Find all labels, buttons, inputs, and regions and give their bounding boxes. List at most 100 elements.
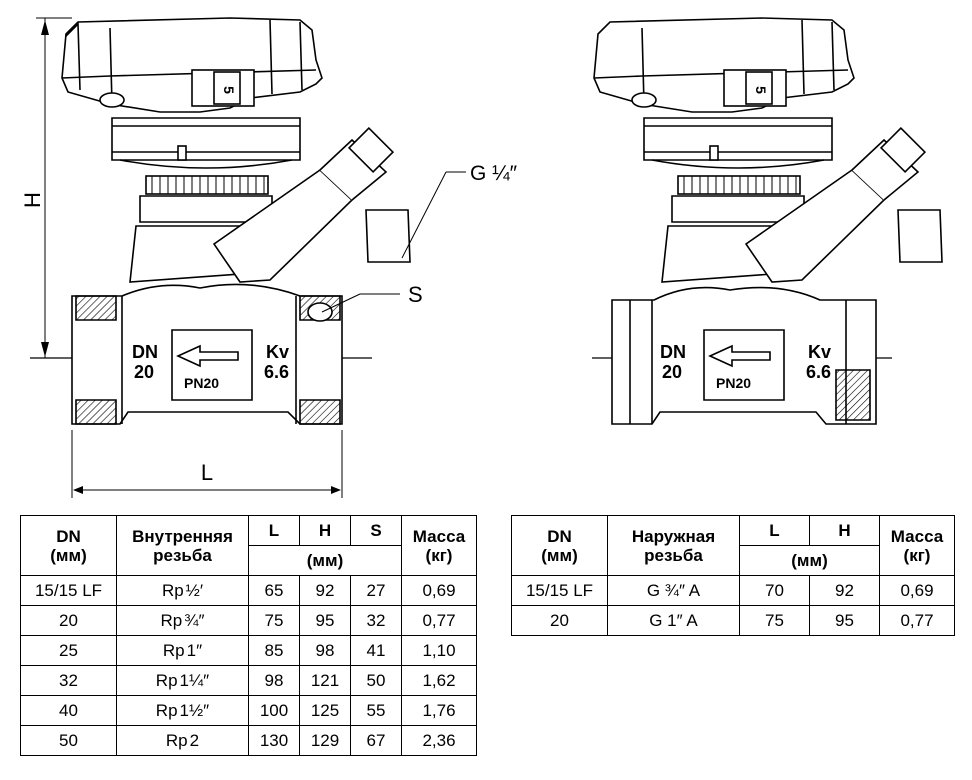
valve-internal-thread — [30, 17, 466, 498]
col-l-header: L — [739, 515, 810, 546]
mass-cell: 1,76 — [401, 695, 477, 726]
thread-type: Rp — [155, 670, 178, 690]
thread-type: Rp — [162, 640, 185, 660]
kv-label-left: Kv — [266, 342, 289, 362]
mass-cell: 1,10 — [401, 635, 477, 666]
mass-unit-label: (кг) — [425, 545, 453, 565]
col-l-header: L — [248, 515, 300, 546]
col-thread-header: Наружная резьба — [607, 515, 740, 576]
dn-unit-label: (мм) — [50, 545, 87, 565]
dn-cell: 25 — [20, 635, 117, 666]
col-thread-header: Внутренняя резьба — [116, 515, 249, 576]
col-mass-header: Масса (кг) — [879, 515, 955, 576]
h-cell: 92 — [809, 575, 880, 606]
dn-cell: 15/15 LF — [511, 575, 608, 606]
thread-header-label: Внутренняя — [132, 526, 233, 546]
l-cell: 75 — [739, 605, 810, 636]
pn-label-right: PN20 — [716, 375, 751, 391]
mass-cell: 0,77 — [879, 605, 955, 636]
thread-cell: G 1″ A — [607, 605, 740, 636]
kv-label-right: Kv — [808, 342, 831, 362]
l-cell: 65 — [248, 575, 300, 606]
mm-unit-header: (мм) — [248, 545, 402, 576]
h-cell: 129 — [299, 725, 351, 756]
thread-header-label: Наружная — [631, 526, 716, 546]
thread-type: Rp — [161, 580, 184, 600]
s-cell: 55 — [350, 695, 402, 726]
s-cell: 67 — [350, 725, 402, 756]
dn-cell: 15/15 LF — [20, 575, 117, 606]
thread-size: ½′ — [185, 580, 204, 600]
s-callout-line — [321, 293, 361, 313]
l-dimension-label: L — [201, 460, 213, 485]
dn-cell: 40 — [20, 695, 117, 726]
l-cell: 98 — [248, 665, 300, 696]
col-h-header: H — [809, 515, 880, 546]
col-dn-header: DN (мм) — [20, 515, 117, 576]
thread-size: 2 — [189, 730, 200, 750]
dn-cell: 32 — [20, 665, 117, 696]
l-cell: 75 — [248, 605, 300, 636]
s-cell: 27 — [350, 575, 402, 606]
s-cell: 50 — [350, 665, 402, 696]
dn-value-right: 20 — [662, 362, 682, 382]
l-cell: 70 — [739, 575, 810, 606]
s-cell: 41 — [350, 635, 402, 666]
mass-cell: 2,36 — [401, 725, 477, 756]
dn-label-right: DN — [660, 342, 686, 362]
h-dimension-label: H — [20, 192, 45, 208]
dn-cell: 50 — [20, 725, 117, 756]
valve-external-thread — [592, 17, 943, 425]
h-cell: 98 — [299, 635, 351, 666]
thread-size: 1″ — [186, 640, 203, 660]
thread-cell: G ¾″ A — [607, 575, 740, 606]
h-cell: 125 — [299, 695, 351, 726]
col-mass-header: Масса (кг) — [401, 515, 477, 576]
thread-size: 1½″ — [179, 700, 210, 720]
thread-header-label-2: резьба — [153, 545, 212, 565]
mass-header-label: Масса — [890, 526, 944, 546]
thread-type: Rp — [165, 730, 188, 750]
thread-type: Rp — [160, 610, 183, 630]
dn-header-label: DN — [547, 526, 572, 546]
col-h-header: H — [299, 515, 351, 546]
s-callout-label: S — [408, 282, 423, 307]
thread-header-label-2: резьба — [644, 545, 703, 565]
s-cell: 32 — [350, 605, 402, 636]
mass-header-label: Масса — [412, 526, 466, 546]
valve-drawing: H L G ¼″ S DN 20 Kv 6.6 PN20 5 — [20, 17, 943, 498]
dn-label-left: DN — [132, 342, 158, 362]
kv-value-left: 6.6 — [264, 362, 289, 382]
gauge-callout-line — [401, 171, 447, 259]
dn-header-label: DN — [56, 526, 81, 546]
col-dn-header: DN (мм) — [511, 515, 608, 576]
mm-unit-header: (мм) — [739, 545, 880, 576]
dn-cell: 20 — [511, 605, 608, 636]
dn-unit-label: (мм) — [541, 545, 578, 565]
thread-size: ¾″ — [184, 610, 205, 630]
h-cell: 95 — [299, 605, 351, 636]
internal-thread-spec-table: DN (мм) Внутренняя резьба L H S Масса (к… — [20, 515, 477, 756]
knob-mark-left: 5 — [221, 86, 237, 94]
thread-size: 1¼″ — [179, 670, 210, 690]
l-cell: 100 — [248, 695, 300, 726]
mass-cell: 0,77 — [401, 605, 477, 636]
l-cell: 130 — [248, 725, 300, 756]
dn-value-left: 20 — [134, 362, 154, 382]
h-cell: 95 — [809, 605, 880, 636]
mass-cell: 1,62 — [401, 665, 477, 696]
gauge-callout-label: G ¼″ — [470, 162, 518, 185]
